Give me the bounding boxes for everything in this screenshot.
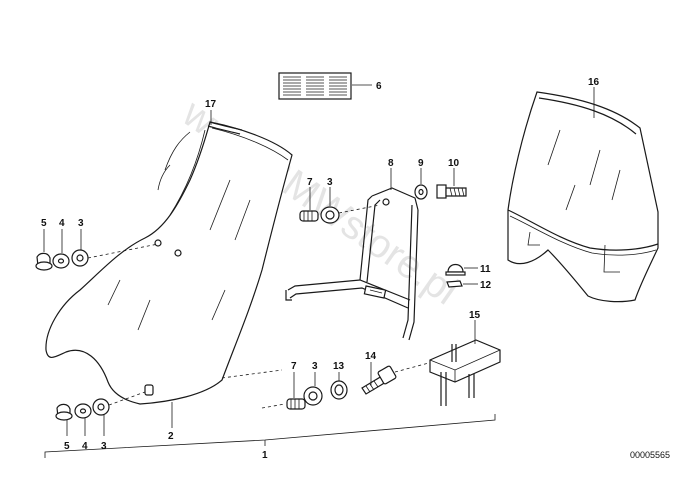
callout-17: 17: [205, 99, 217, 110]
callout-6: 6: [376, 81, 382, 92]
callout-10: 10: [448, 158, 460, 169]
callout-13: 13: [333, 361, 345, 372]
callout-3: 3: [78, 218, 84, 229]
mount-block: [429, 320, 501, 406]
callout-4: 4: [59, 218, 65, 229]
callout-3: 3: [101, 441, 107, 452]
callout-11: 11: [480, 264, 491, 275]
upper-left-hardware: [35, 229, 159, 271]
cap-clip: [445, 263, 478, 288]
callout-5: 5: [64, 441, 70, 452]
callout-7: 7: [291, 361, 297, 372]
callout-5: 5: [41, 218, 47, 229]
mounting-bracket: [285, 168, 419, 341]
upper-mid-hardware: [299, 187, 381, 224]
callout-3: 3: [312, 361, 318, 372]
callout-2: 2: [168, 431, 174, 442]
callout-16: 16: [588, 77, 600, 88]
callout-4: 4: [82, 441, 88, 452]
callout-7: 7: [307, 177, 313, 188]
washer-bolt: [414, 168, 467, 200]
callout-12: 12: [480, 280, 492, 291]
callout-14: 14: [365, 351, 377, 362]
lower-mid-hardware: [221, 359, 441, 410]
callout-8: 8: [388, 158, 394, 169]
assembly-bracket: [44, 414, 496, 458]
fairing-shell: [45, 121, 293, 405]
callout-9: 9: [418, 158, 424, 169]
callout-15: 15: [469, 310, 481, 321]
diagram-part-number: 00005565: [630, 450, 670, 460]
lower-left-hardware: [55, 391, 146, 436]
callout-1: 1: [262, 450, 268, 461]
vent-grille: [278, 72, 372, 100]
windscreen: [507, 87, 659, 303]
callout-3: 3: [327, 177, 333, 188]
